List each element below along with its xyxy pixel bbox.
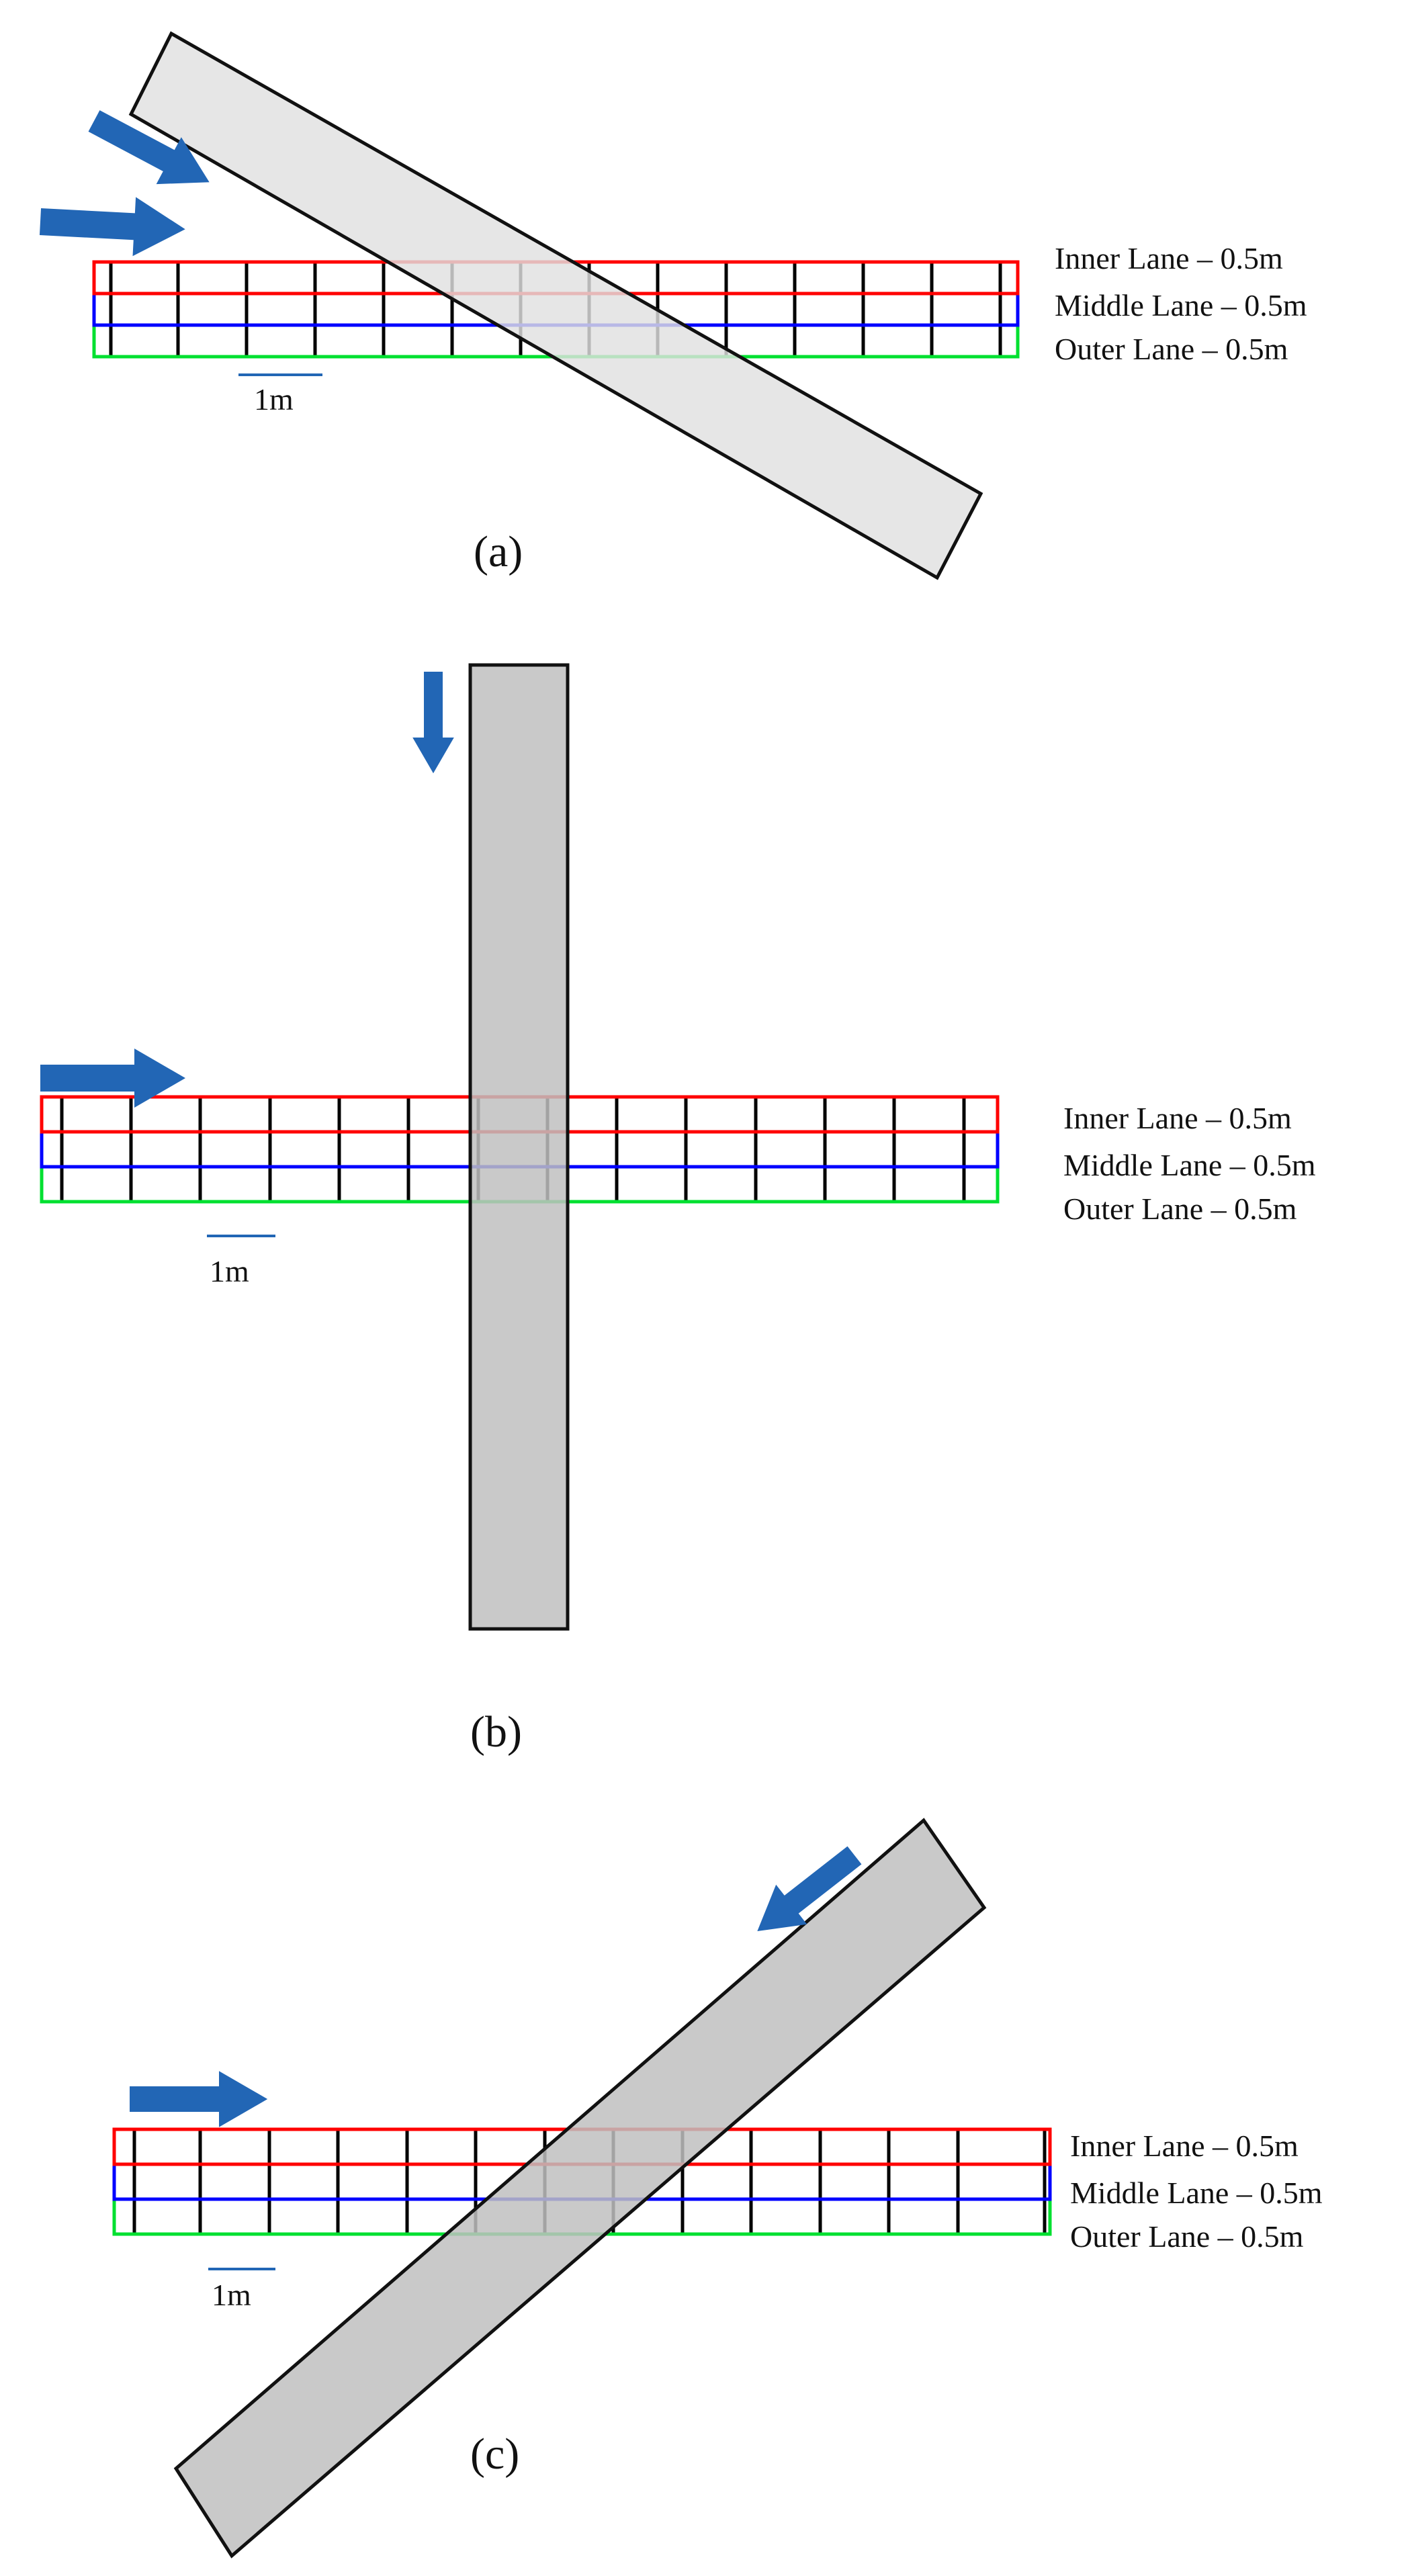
right-arrow-icon [40,1049,185,1108]
middle-lane-label-b: Middle Lane – 0.5m [1063,1148,1316,1182]
scale-label-c: 1m [212,2278,251,2312]
panel-a: 1m Inner Lane – 0.5m Middle Lane – 0.5m … [39,31,1307,580]
inner-lane-label-c: Inner Lane – 0.5m [1070,2129,1299,2163]
inclined-strip-c [173,1818,987,2559]
right-arrow-icon [39,197,185,257]
inclined-strip-a [128,31,983,580]
flow-arrow-c2 [130,2071,268,2127]
caption-c: (c) [470,2430,519,2479]
inner-lane-label-a: Inner Lane – 0.5m [1055,241,1283,275]
flow-arrow-b2 [40,1049,185,1108]
right-arrow-icon [757,1846,862,1932]
flow-arrow-a1 [88,110,210,185]
right-arrow-icon [88,110,210,185]
caption-a: (a) [474,527,523,576]
scale-label-a: 1m [254,382,294,416]
middle-lane-label-c: Middle Lane – 0.5m [1070,2176,1323,2210]
panel-c: 1m Inner Lane – 0.5m Middle Lane – 0.5m … [112,1818,1323,2559]
middle-lane-label-a: Middle Lane – 0.5m [1055,288,1307,322]
caption-b: (b) [470,1707,522,1757]
outer-lane-label-a: Outer Lane – 0.5m [1055,332,1288,366]
scale-label-b: 1m [210,1254,249,1288]
vertical-strip-b [468,663,570,1631]
right-arrow-icon [412,672,454,774]
flow-arrow-a2 [39,197,185,257]
flow-arrow-c1 [757,1846,862,1932]
panel-b: 1m Inner Lane – 0.5m Middle Lane – 0.5m … [40,663,1316,1757]
right-arrow-icon [130,2071,268,2127]
inner-lane-label-b: Inner Lane – 0.5m [1063,1101,1292,1135]
outer-lane-label-c: Outer Lane – 0.5m [1070,2219,1304,2254]
outer-lane-label-b: Outer Lane – 0.5m [1063,1192,1297,1226]
flow-arrow-b1 [412,672,454,774]
